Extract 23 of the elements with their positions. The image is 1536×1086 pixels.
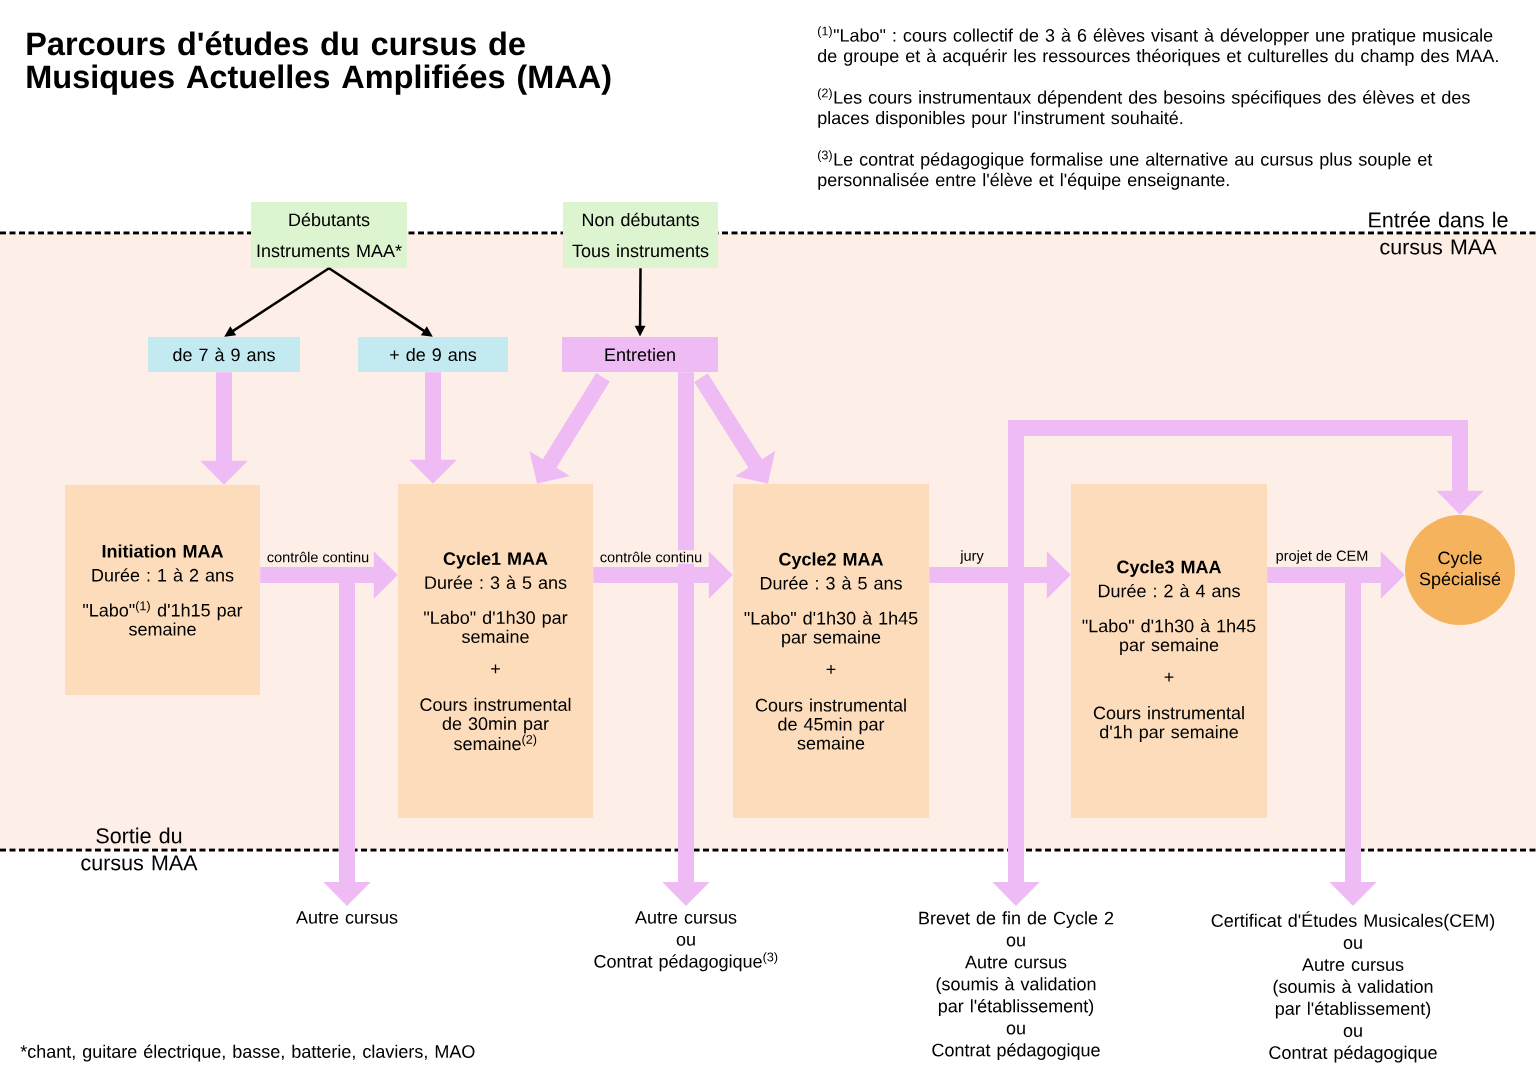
zone-label: Entrée dans le cursus MAA — [1369, 211, 1508, 255]
outcome-text: Brevet de fin de Cycle 2 ou Autre cursus (soumis à validation par l'établissement) ou Contrat pédagogique — [919, 911, 1114, 1060]
footnote: $^{(3)}$Le contrat pédagogique formalise une alternative au cursus plus souple et personnalisée entre l'élève et l'équipe enseignante. — [818, 150, 1433, 190]
footnote: *chant, guitare électrique, basse, batterie, claviers, MAO — [20, 1044, 475, 1062]
cycle-box: Cycle1 MAA Durée : 3 à 5 ans "Labo" d'1h30 par semaine + Cours instrumental de 30min par semaine$^{(2)}$ — [398, 484, 593, 818]
outcome-text: Autre cursus — [296, 911, 398, 924]
title: Parcours d'études du cursus de Musiques Actuelles Amplifiées (MAA) — [27, 31, 611, 95]
step-box: Entretien — [562, 337, 718, 372]
edge-label: contrôle continu — [265, 550, 371, 564]
cycle-box: Cycle3 MAA Durée : 2 à 4 ans "Labo" d'1h30 à 1h45 par semaine + Cours instrumental d'1h par semaine — [1071, 484, 1267, 818]
zone-label: Sortie du cursus MAA — [81, 827, 198, 871]
category-box: Non débutants Tous instruments — [563, 202, 718, 268]
age-group-box: de 7 à 9 ans — [148, 337, 300, 372]
cycle-box: Cycle2 MAA Durée : 3 à 5 ans "Labo" d'1h30 à 1h45 par semaine + Cours instrumental de 45min par semaine — [733, 484, 929, 818]
footnote: $^{(2)}$Les cours instrumentaux dépendent des besoins spécifiques des élèves et des places disponibles pour l'instrument souhaité. — [818, 88, 1470, 128]
age-group-box: + de 9 ans — [358, 337, 508, 372]
outcome-text: Autre cursus ou Contrat pédagogique$^{(3)}$ — [594, 911, 778, 972]
category-box: Débutants Instruments MAA* — [251, 202, 407, 268]
block-arrow — [694, 373, 776, 484]
footnote: $^{(1)}$"Labo" : cours collectif de 3 à 6 élèves visant à développer une pratique musicale de groupe et à acquérir les ressources théoriques et culturelles du champ des MAA. — [817, 26, 1498, 66]
cycle-box: Initiation MAA Durée : 1 à 2 ans "Labo"$^{(1)}$ d'1h15 par semaine — [65, 485, 260, 695]
outcome-text: Certificat d'Études Musicales(CEM) ou Autre cursus (soumis à validation par l'établissement) ou Contrat pédagogique — [1211, 911, 1495, 1063]
edge-label: contrôle continu — [598, 550, 704, 564]
